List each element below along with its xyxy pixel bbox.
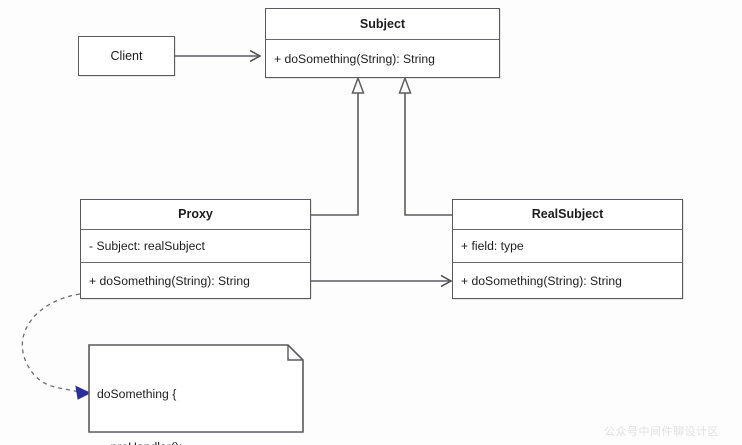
edge-client-to-subject xyxy=(175,49,262,63)
note-line-1: doSomething { xyxy=(97,387,177,401)
note-shape xyxy=(88,344,304,433)
class-name-subject: Subject xyxy=(359,16,406,31)
class-box-client[interactable]: Client xyxy=(78,36,175,76)
edge-proxy-to-realsubject xyxy=(311,274,453,288)
class-operation-subject-dosomething: + doSomething(String): String xyxy=(266,39,499,77)
note-text-block: doSomething { preHandler(); realSubject.… xyxy=(97,351,268,445)
class-name-realsubject: RealSubject xyxy=(531,207,604,222)
edge-realsubject-to-subject xyxy=(398,75,452,216)
class-box-realsubject[interactable]: RealSubject + field: type + doSomething(… xyxy=(452,199,683,299)
class-name-proxy: Proxy xyxy=(178,207,213,222)
watermark-text: 公众号中间件聊设计区 xyxy=(604,426,719,438)
class-attribute-realsubject-field: + field: type xyxy=(453,229,682,262)
class-attribute-proxy-realsubject: - Subject: realSubject xyxy=(81,229,310,262)
class-box-proxy[interactable]: Proxy - Subject: realSubject + doSomethi… xyxy=(80,199,311,299)
class-operation-proxy-dosomething: + doSomething(String): String xyxy=(81,262,310,298)
class-operation-realsubject-dosomething: + doSomething(String): String xyxy=(453,262,682,298)
edge-proxy-to-note xyxy=(21,293,92,400)
class-name-client: Client xyxy=(110,49,143,63)
note-line-2: preHandler(); xyxy=(97,439,268,445)
class-box-subject[interactable]: Subject + doSomething(String): String xyxy=(265,8,500,78)
note-box-dosomething-pseudocode[interactable]: doSomething { preHandler(); realSubject.… xyxy=(88,344,304,445)
edge-proxy-to-subject xyxy=(311,75,365,216)
